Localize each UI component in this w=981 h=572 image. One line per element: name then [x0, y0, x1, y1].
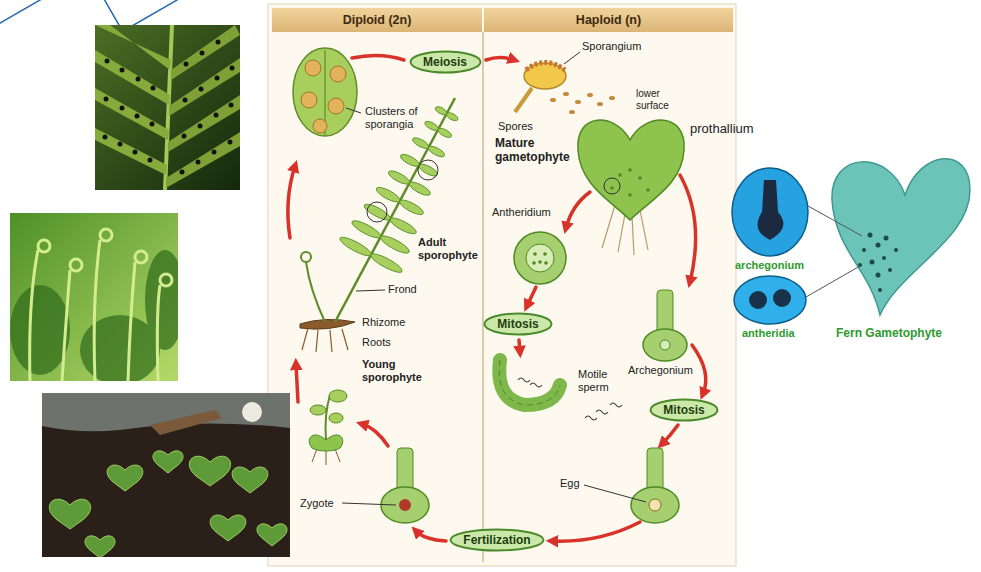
oval-shape: [451, 530, 544, 551]
part-label: Sporangium: [582, 40, 641, 53]
node-text: Haploid (n): [576, 13, 641, 27]
node-text: Diploid (2n): [343, 13, 412, 27]
part-label: Clusters of sporangia: [365, 105, 425, 130]
part-label: Frond: [388, 283, 417, 296]
part-label: Antheridium: [492, 206, 551, 219]
part-label: Young sporophyte: [362, 358, 428, 383]
ploidy-divider: [483, 32, 484, 562]
antheridium-drawing: [514, 232, 566, 284]
cycle-panel: [268, 4, 736, 566]
ploidy-band: Diploid (2n): [272, 8, 482, 32]
part-label: Rhizome: [362, 316, 405, 329]
part-label: Mature gametophyte: [495, 137, 573, 165]
node-text: Mitosis: [663, 403, 704, 417]
part-label: archegonium: [735, 259, 804, 272]
part-label: Motile sperm: [578, 368, 622, 393]
oval-shape: [485, 314, 552, 335]
adult-sporophyte-drawing: [300, 98, 459, 352]
pinna-drawing: [293, 48, 361, 136]
node-text: Mitosis: [497, 317, 538, 331]
ploidy-band: Haploid (n): [484, 8, 733, 32]
open-antheridium-drawing: [499, 360, 622, 420]
part-label: Archegonium: [628, 364, 693, 377]
process-oval: Meiosis: [409, 50, 482, 74]
node-text: Fertilization: [463, 533, 530, 547]
node-text: Meiosis: [423, 55, 467, 69]
part-label: Zygote: [300, 497, 334, 510]
oval-shape: [651, 400, 718, 421]
gametophyte-drawing: [578, 120, 684, 255]
cycle-arrows: [288, 55, 706, 541]
process-oval: Mitosis: [649, 398, 719, 422]
oval-shape: [410, 52, 480, 73]
sporangium-drawing: [515, 52, 615, 114]
gametophyte-micrograph: [732, 159, 970, 324]
part-label: Roots: [362, 336, 391, 349]
part-label: Spores: [498, 120, 533, 133]
egg-archegonium-drawing: [584, 448, 679, 523]
part-label: prothallium: [690, 122, 754, 137]
archegonium-drawing: [643, 290, 687, 361]
process-oval: Fertilization: [449, 528, 545, 552]
fern-sori-photo: [95, 25, 240, 190]
part-label: antheridia: [742, 327, 795, 340]
part-label: Egg: [560, 477, 580, 490]
fiddlehead-photo: [10, 213, 178, 381]
part-label: Adult sporophyte: [418, 236, 482, 261]
gametophyte-photo: [42, 393, 290, 557]
process-oval: Mitosis: [483, 312, 553, 336]
part-label: Fern Gametophyte: [836, 327, 942, 341]
zygote-archegonium-drawing: [342, 448, 429, 523]
young-sporophyte-drawing: [309, 390, 347, 465]
part-label: lower surface: [636, 88, 684, 111]
